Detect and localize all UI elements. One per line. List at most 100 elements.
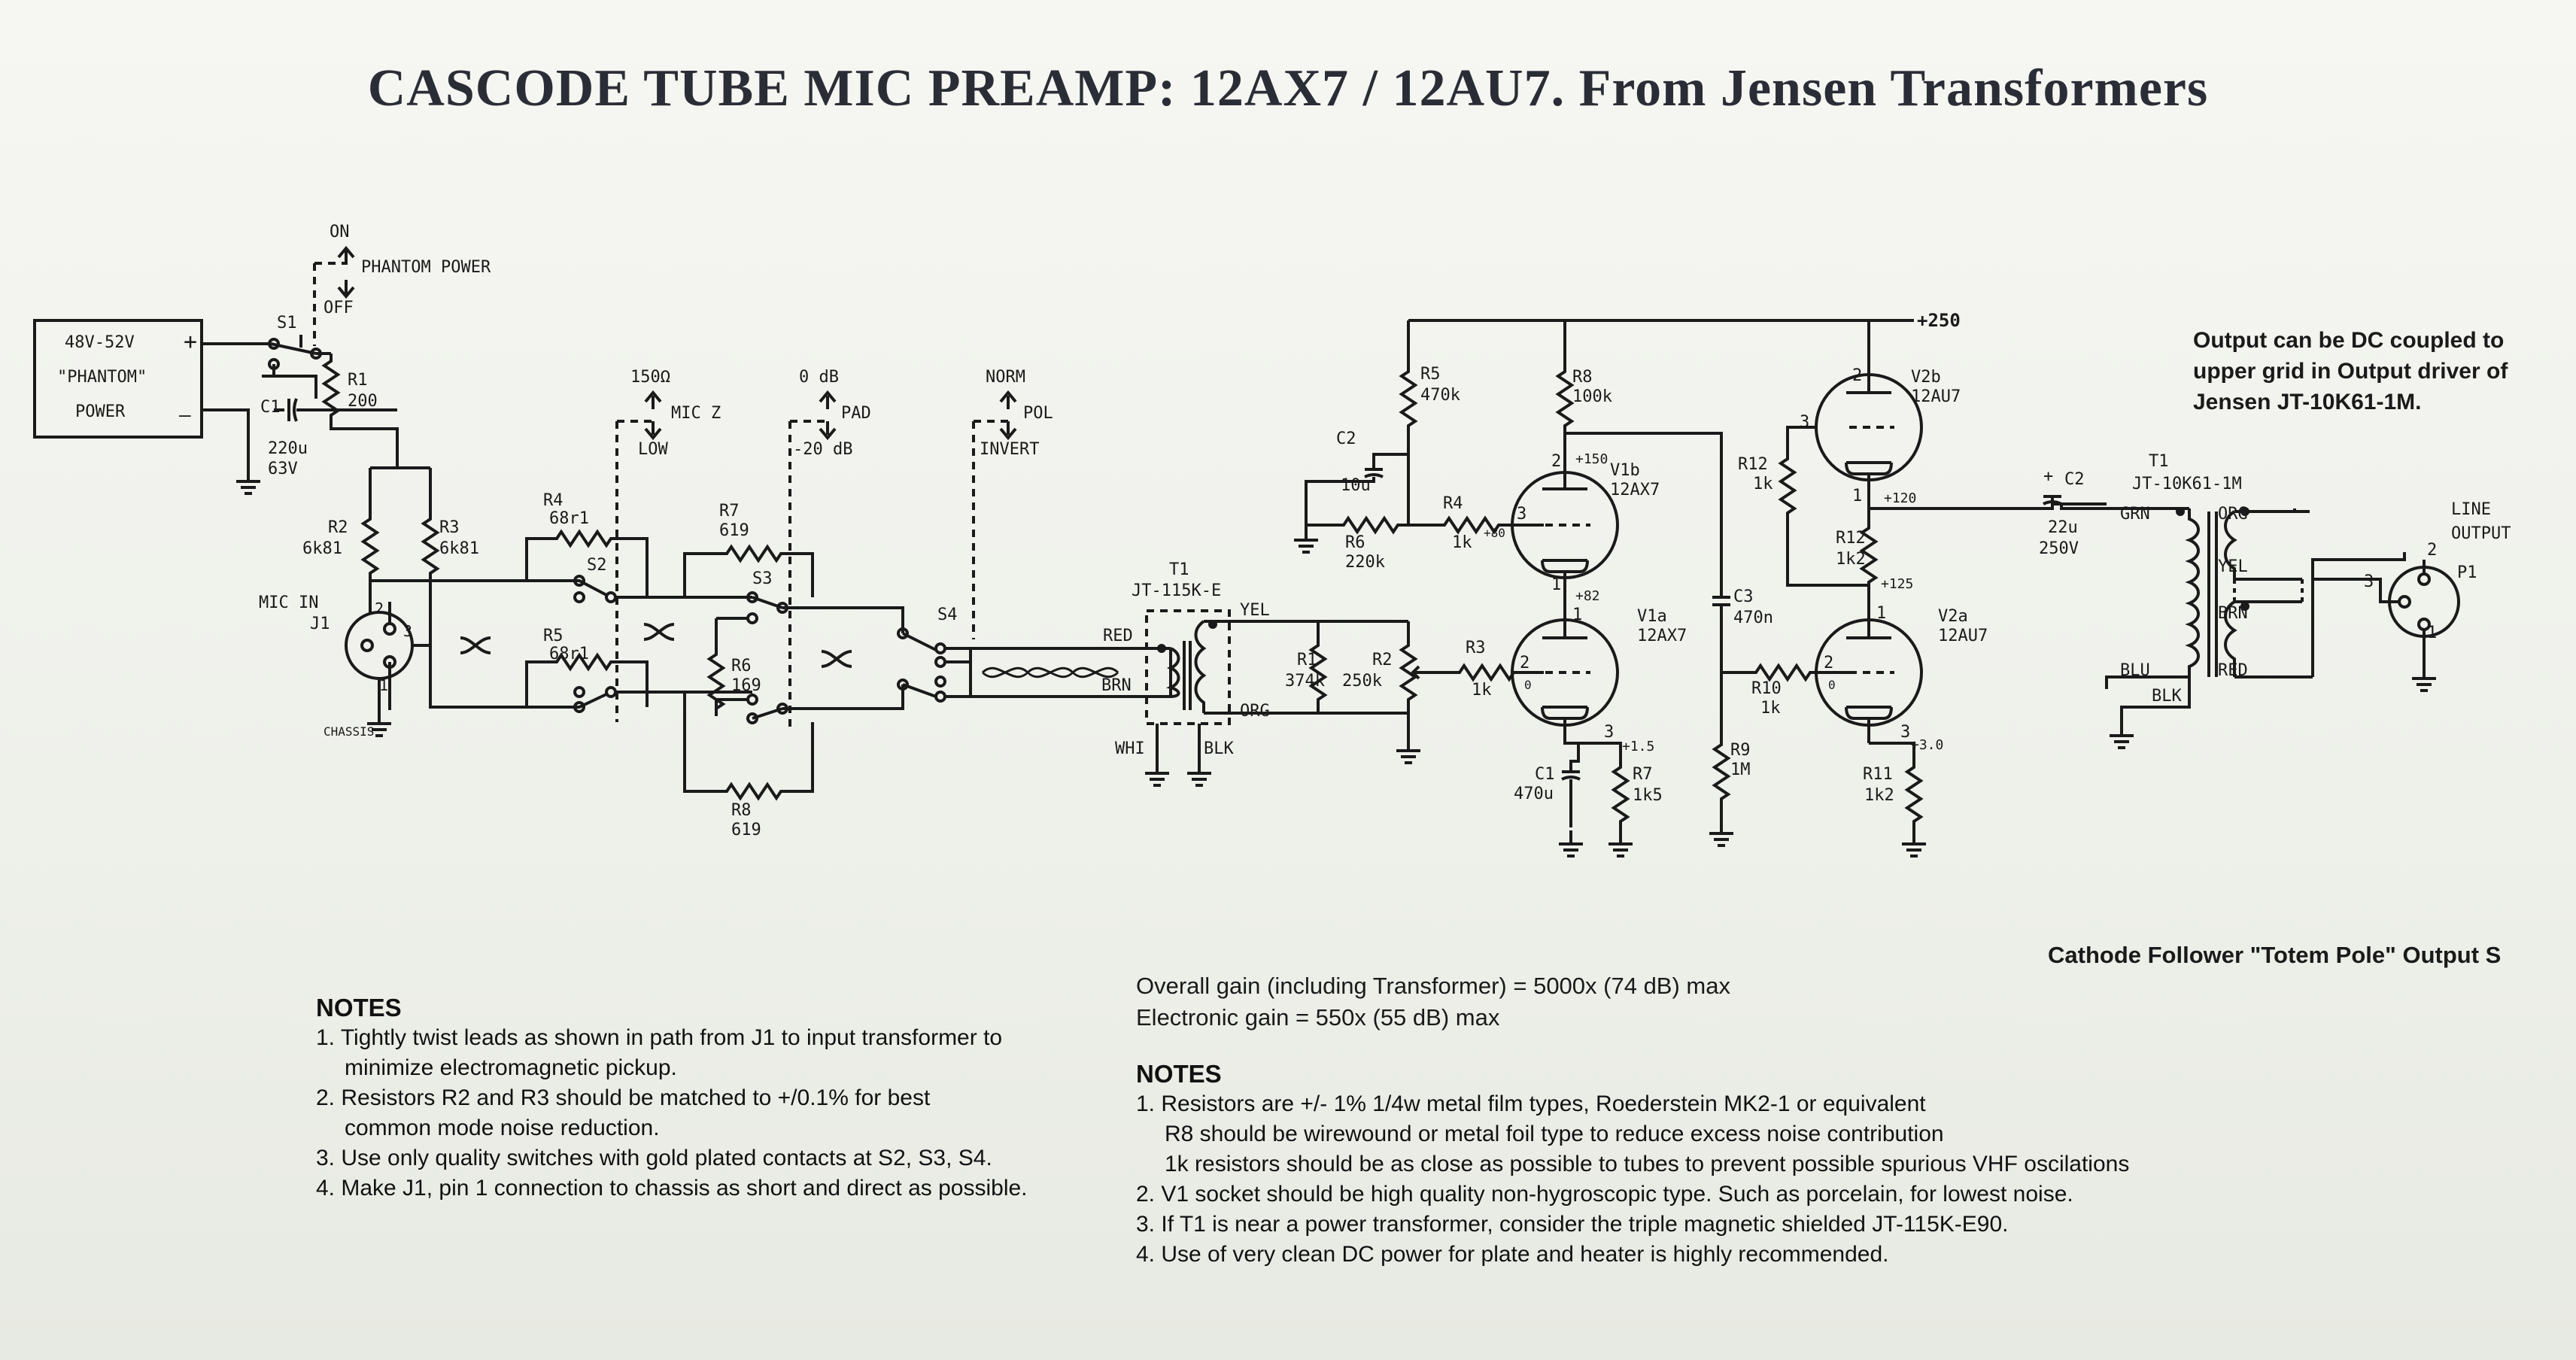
phantom-power-box <box>33 319 203 439</box>
t1-yel: YEL <box>1240 601 1270 620</box>
notes-left-heading: NOTES <box>316 994 402 1022</box>
phantom-minus: — <box>179 404 191 427</box>
j1-pin2: 2 <box>375 600 384 618</box>
r5-label: R5 <box>543 627 564 645</box>
r8-pad-value: 619 <box>731 821 761 839</box>
p1-pin1: 1 <box>2427 624 2437 642</box>
c1-label: C1 <box>260 398 281 417</box>
v2a-type: 12AU7 <box>1938 627 1988 645</box>
s1-label: S1 <box>277 314 297 332</box>
p1-label: P1 <box>2457 563 2477 582</box>
switch-off-label: OFF <box>324 299 354 317</box>
pad-0db: 0 dB <box>799 368 839 387</box>
j1-pin1: 1 <box>379 676 388 694</box>
v1a-pin1: 1 <box>1572 606 1582 624</box>
r4-grid-value: 1k <box>1452 533 1472 552</box>
r6-pad-label: R6 <box>731 657 752 675</box>
r8-pad-label: R8 <box>731 801 752 820</box>
notes-left-item: 3. Use only quality switches with gold p… <box>316 1146 992 1170</box>
switch-on-label: ON <box>330 223 350 241</box>
r12-cathode-value: 1k2 <box>1836 550 1866 569</box>
notes-right-item: 1k resistors should be as close as possi… <box>1165 1152 2130 1176</box>
r3-label: R3 <box>439 518 460 537</box>
t1-whi: WHI <box>1115 739 1145 758</box>
r3-grid-label: R3 <box>1466 639 1486 657</box>
v1a-pin3: 3 <box>1604 723 1614 742</box>
pad-minus20: -20 dB <box>793 440 852 459</box>
phantom-power-label: PHANTOM POWER <box>361 258 491 277</box>
v1a-pin2: 2 <box>1520 654 1530 672</box>
r1-label: R1 <box>348 371 368 390</box>
t1-output-label: T1 <box>2149 452 2169 471</box>
v-plus120: +120 <box>1884 490 1916 506</box>
notes-right: NOTES 1. Resistors are +/- 1% 1/4w metal… <box>1136 1059 2565 1270</box>
electronic-gain: Electronic gain = 550x (55 dB) max <box>1136 1004 1500 1031</box>
chassis-label: CHASSIS <box>324 724 374 739</box>
notes-right-item: 3. If T1 is near a power transformer, co… <box>1136 1212 2009 1237</box>
mic-in-xlr-jack <box>345 611 414 680</box>
c2-bypass-label: C2 <box>1336 430 1356 448</box>
notes-right-item: 2. V1 socket should be high quality non-… <box>1136 1182 2073 1207</box>
v-plus1-5: +1.5 <box>1622 739 1654 754</box>
r12-grid-label: R12 <box>1738 455 1768 474</box>
c3-value: 470n <box>1733 609 1773 627</box>
v1b-type: 12AX7 <box>1610 481 1660 499</box>
r2-pot-value: 250k <box>1342 672 1382 691</box>
overall-gain: Overall gain (including Transformer) = 5… <box>1136 973 1730 999</box>
r1-input-label: R1 <box>1297 651 1317 669</box>
line-output-label1: LINE <box>2451 500 2491 519</box>
notes-right-item: 1. Resistors are +/- 1% 1/4w metal film … <box>1136 1091 1926 1116</box>
phantom-box-line3: POWER <box>75 402 126 421</box>
v-plus3: +3.0 <box>1911 737 1943 753</box>
v2b-pin6: 2 <box>1852 366 1862 385</box>
v2b-pin8: 1 <box>1852 487 1862 505</box>
r2-value: 6k81 <box>302 539 342 558</box>
v2b-pin7: 3 <box>1800 413 1809 432</box>
v1b-pin8: 1 <box>1551 575 1561 594</box>
c2-out-label: C2 <box>2064 470 2085 489</box>
r7-pad-label: R7 <box>719 502 740 521</box>
r3-grid-value: 1k <box>1472 681 1492 700</box>
t1-blk: BLK <box>1204 739 1234 758</box>
v2a-grid-zero: 0 <box>1828 678 1836 692</box>
t1-org: ORG <box>1240 702 1270 721</box>
c3-label: C3 <box>1733 587 1754 606</box>
r8-plate-label: R8 <box>1572 368 1593 387</box>
v2a-pin2: 2 <box>1824 654 1833 672</box>
r11-label: R11 <box>1863 765 1893 784</box>
r1-input-value: 374k <box>1285 672 1325 691</box>
v1a-grid-zero: 0 <box>1524 678 1532 692</box>
r5-plate-label: R5 <box>1420 365 1441 384</box>
r7-cathode-value: 1k5 <box>1633 786 1663 805</box>
r1-value: 200 <box>348 392 378 411</box>
c1-cathode-label: C1 <box>1535 765 1555 784</box>
r8-plate-value: 100k <box>1572 387 1612 406</box>
r4-value: 68r1 <box>549 509 589 528</box>
schematic-title: CASCODE TUBE MIC PREAMP: 12AX7 / 12AU7. … <box>367 59 2209 117</box>
s3-label: S3 <box>752 569 773 588</box>
r7-cathode-label: R7 <box>1633 765 1653 784</box>
v1b-pin7: 3 <box>1517 505 1526 524</box>
mic-in-label: MIC IN <box>259 593 318 612</box>
c2-out-value2: 250V <box>2039 539 2079 558</box>
mic-z-label: MIC Z <box>671 404 721 423</box>
norm-label: NORM <box>986 368 1025 387</box>
c2-out-plus: + <box>2043 467 2053 486</box>
v-plus150: +150 <box>1575 451 1608 467</box>
p1-pin2: 2 <box>2427 541 2437 560</box>
v-plus82: +82 <box>1575 588 1600 604</box>
notes-left-item: minimize electromagnetic pickup. <box>345 1055 677 1080</box>
r9-label: R9 <box>1730 741 1751 760</box>
r6-bias-label: R6 <box>1345 533 1365 552</box>
c1-cathode-value: 470u <box>1514 785 1554 803</box>
s2-label: S2 <box>587 556 607 575</box>
notes-right-heading: NOTES <box>1136 1060 1222 1088</box>
notes-right-item: 4. Use of very clean DC power for plate … <box>1136 1242 1889 1267</box>
mic-z-hi: 150Ω <box>630 368 670 387</box>
t1-input-label: T1 <box>1169 560 1189 579</box>
notes-left-item: 1. Tightly twist leads as shown in path … <box>316 1025 1003 1050</box>
t1-blk2: BLK <box>2152 687 2182 706</box>
r10-value: 1k <box>1760 699 1781 718</box>
